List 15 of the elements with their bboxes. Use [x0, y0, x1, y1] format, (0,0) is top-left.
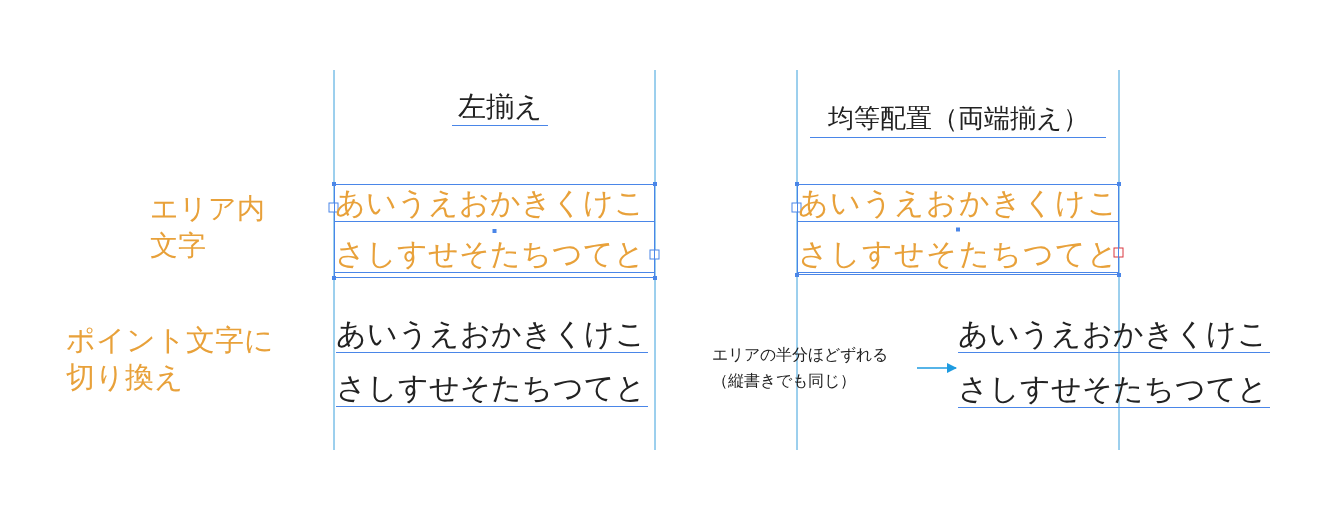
column-heading: 左揃え [452, 88, 548, 126]
row-heading: エリア内文字 [150, 191, 266, 264]
text-line: さしすせそたちつてと [798, 236, 1118, 273]
arrow [916, 362, 958, 374]
text-line: さしすせそたちつてと [335, 236, 654, 273]
text-line: さしすせそたちつてと [336, 370, 648, 407]
annotation-text: エリアの半分ほどずれる（縦書きでも同じ） [712, 342, 917, 394]
text-line: あいうえおかきくけこ [335, 185, 654, 222]
text-frame [334, 184, 655, 278]
row-heading: ポイント文字に切り換え [66, 322, 275, 396]
text-line: あいうえおかきくけこ [798, 185, 1118, 222]
text-line: あいうえおかきくけこ [336, 316, 648, 353]
column-heading: 均等配置（両端揃え） [810, 100, 1106, 138]
point-text: あいうえおかきくけこ さしすせそたちつてと [958, 316, 1270, 408]
text-frame [797, 184, 1119, 275]
